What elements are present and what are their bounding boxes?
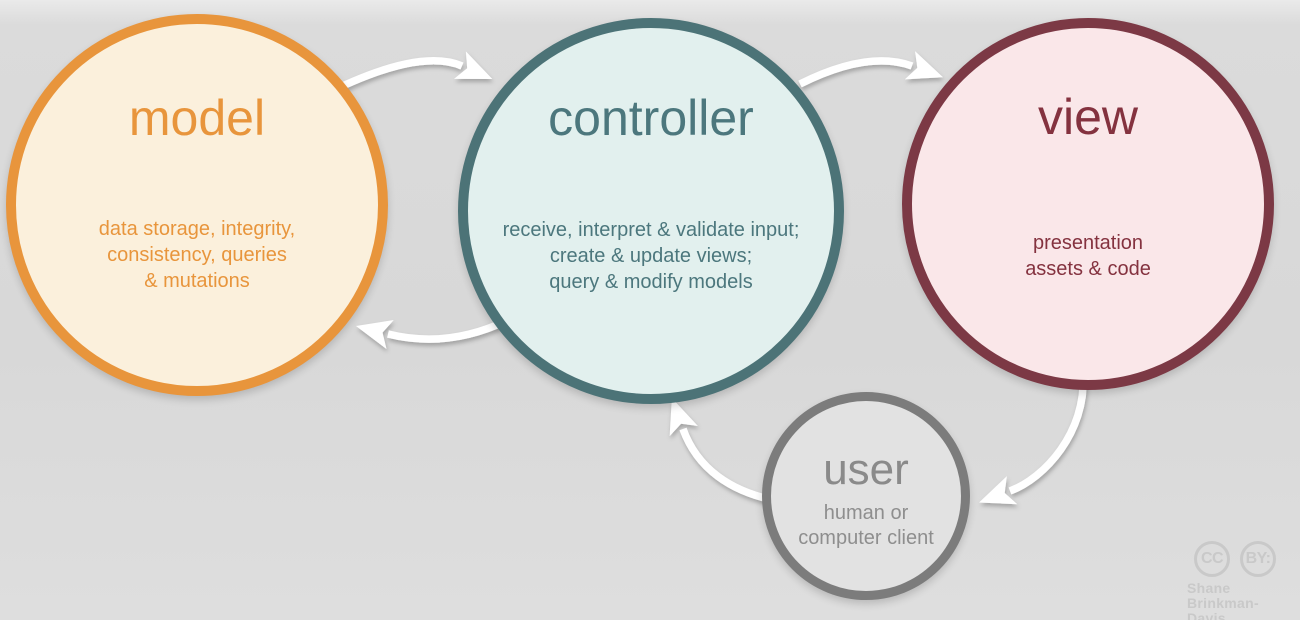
model-node: model data storage, integrity, consisten… — [6, 14, 388, 396]
by-icon: BY: — [1240, 541, 1276, 577]
model-description: data storage, integrity, consistency, qu… — [98, 218, 296, 292]
controller-description: receive, interpret & validate input; cre… — [502, 219, 800, 293]
arrow-controller-to-view — [798, 51, 944, 88]
arrow-view-to-user — [979, 375, 1087, 505]
model-title: model — [128, 90, 266, 146]
cc-icon: CC — [1194, 541, 1230, 577]
controller-title: controller — [548, 90, 754, 146]
user-node: user human or computer client — [762, 392, 970, 600]
author-credit: Shane Brinkman-Davis — [1187, 580, 1259, 620]
cc-by-license-badge: CC BY: Shane Brinkman-Davis — [1187, 541, 1297, 620]
user-description: human or computer client — [798, 502, 934, 549]
arrow-controller-to-model — [355, 316, 510, 350]
user-title: user — [823, 445, 909, 494]
license-icons: CC BY: — [1194, 541, 1297, 577]
view-title: view — [1037, 89, 1139, 145]
view-description: presentation assets & code — [1025, 232, 1151, 280]
controller-node: controller receive, interpret & validate… — [458, 18, 844, 404]
view-node: view presentation assets & code — [902, 18, 1274, 390]
arrow-model-to-controller — [328, 51, 493, 96]
